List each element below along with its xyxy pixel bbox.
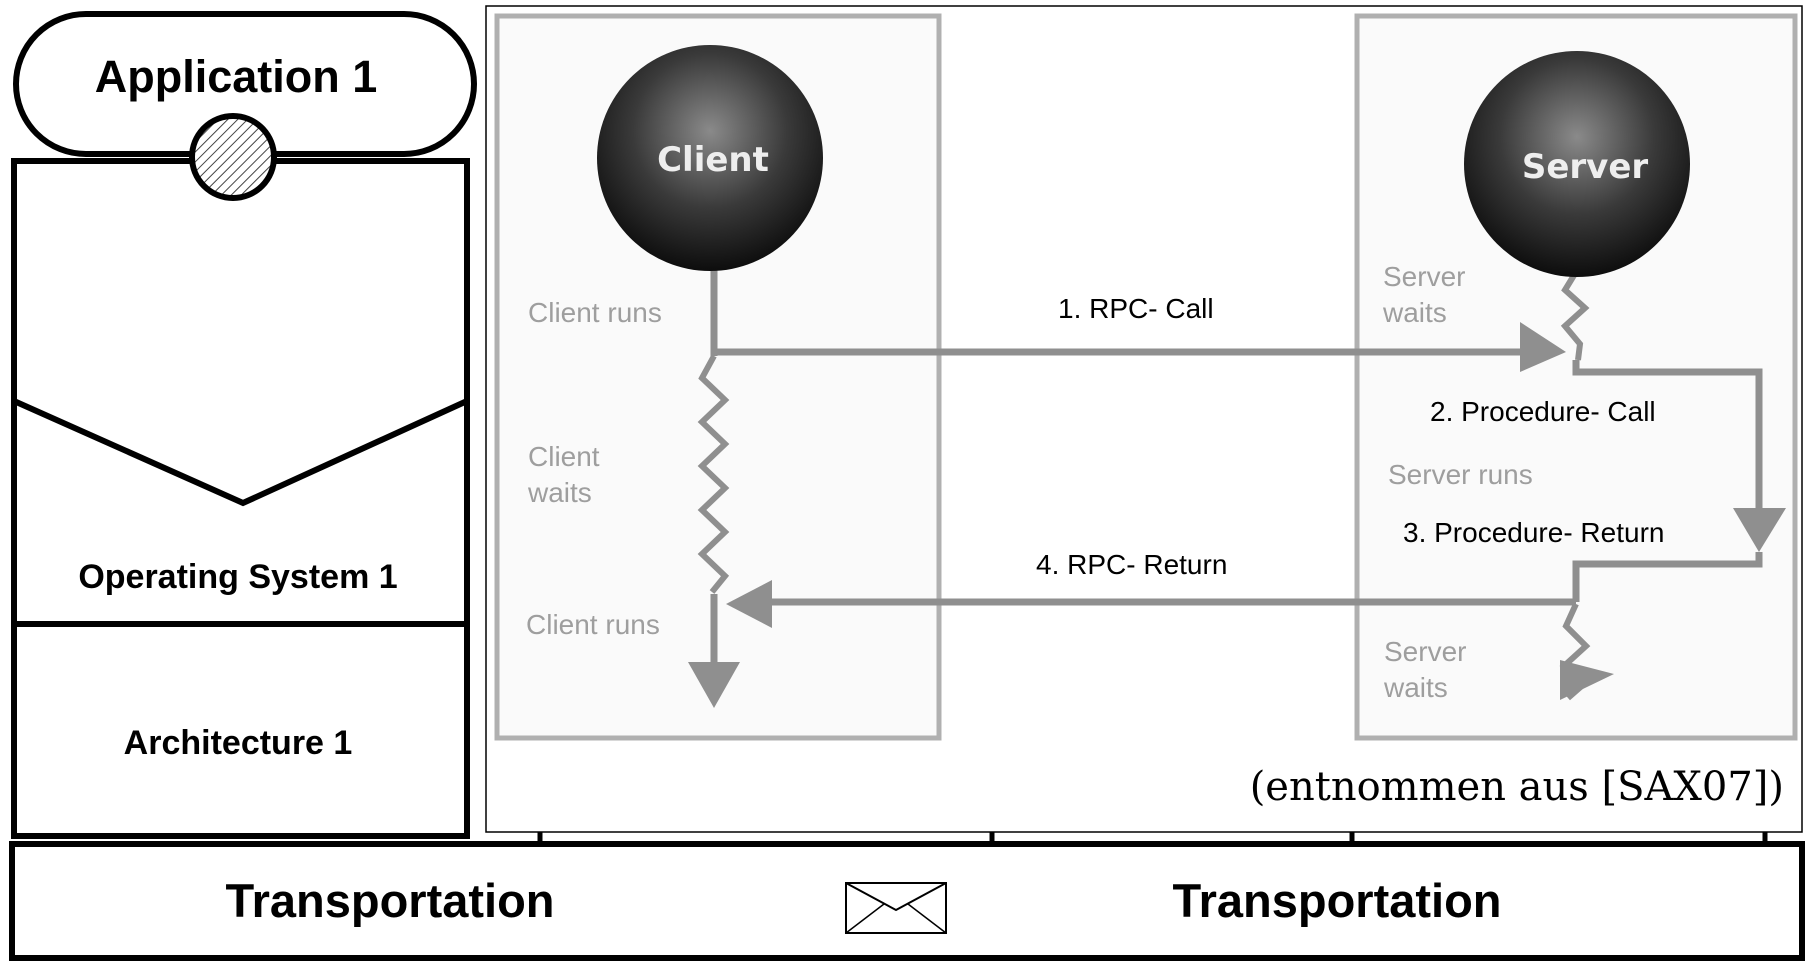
server-waits-bottom-label-line1: Server: [1384, 636, 1466, 667]
rpc-call-arrowhead: [1520, 322, 1566, 372]
transport-left-label: Transportation: [225, 874, 554, 927]
transport-right-label: Transportation: [1172, 874, 1501, 927]
client-runs-top-label: Client runs: [528, 297, 662, 328]
transport-bar: Transportation Transportation: [9, 841, 1805, 961]
procedure-return-path: [1572, 552, 1763, 602]
step-procedure-call-label: 2. Procedure- Call: [1430, 396, 1656, 427]
client-waits-label-line2: waits: [527, 477, 592, 508]
left-stack: Application 1 Operating System 1 Archite…: [11, 11, 477, 839]
server-waits-top-label-line1: Server: [1383, 261, 1465, 292]
server-waits-top-label-line2: waits: [1382, 297, 1447, 328]
server-node-label: Server: [1522, 147, 1649, 187]
client-runs-bottom-label: Client runs: [526, 609, 660, 640]
client-node-label: Client: [657, 140, 769, 180]
os-notch: [12, 398, 469, 507]
envelope-icon: [845, 882, 947, 934]
server-waits-bottom-label-line2: waits: [1383, 672, 1448, 703]
procedure-call-path: [1572, 360, 1763, 514]
socket-connector: [189, 113, 277, 201]
server-wait-zigzag-top: [1560, 270, 1590, 361]
client-waits-label-line1: Client: [528, 441, 600, 472]
operating-system-label: Operating System 1: [78, 558, 397, 596]
server-bottom-arrowhead: [1560, 660, 1614, 700]
server-runs-label: Server runs: [1388, 459, 1533, 490]
client-wait-zigzag: [697, 354, 730, 594]
step-rpc-return-label: 4. RPC- Return: [1036, 549, 1227, 580]
client-sphere: [597, 45, 823, 271]
rpc-overlay: Client Server Client runs Client waits C…: [485, 5, 1803, 833]
server-sphere: [1464, 51, 1690, 277]
application-label: Application 1: [95, 51, 378, 102]
step-procedure-return-label: 3. Procedure- Return: [1403, 517, 1664, 548]
rpc-return-arrowhead: [726, 580, 772, 628]
procedure-call-arrowhead: [1733, 508, 1786, 552]
source-note: (entnommen aus [SAX07]): [1250, 764, 1784, 810]
architecture-label: Architecture 1: [124, 724, 353, 762]
client-down-arrow: [688, 662, 740, 708]
step-rpc-call-label: 1. RPC- Call: [1058, 293, 1214, 324]
